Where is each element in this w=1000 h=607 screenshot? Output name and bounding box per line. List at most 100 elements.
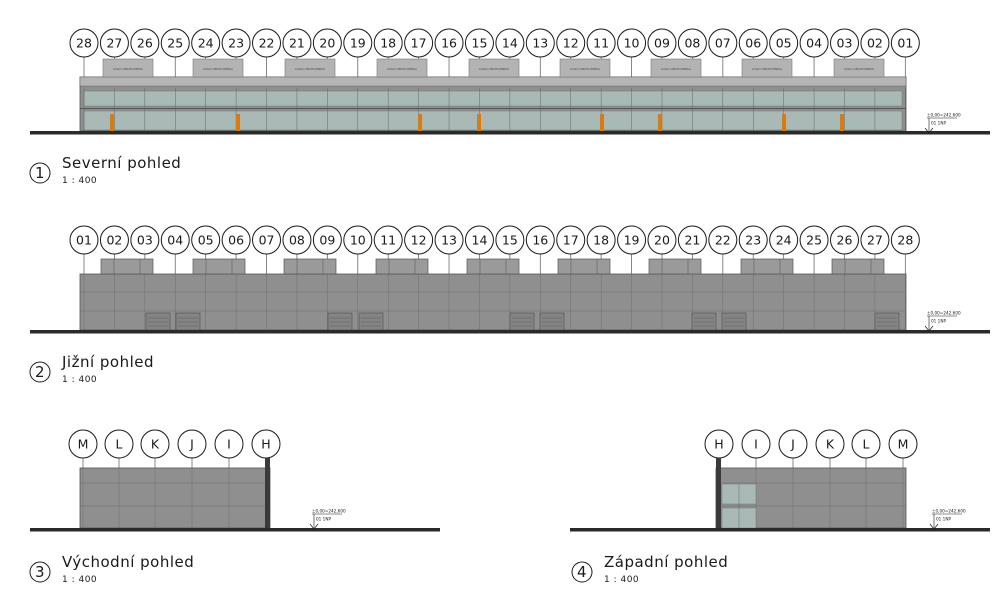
grid-bubble <box>140 429 170 459</box>
grid-label: 27 <box>867 233 883 248</box>
grid-label: 13 <box>532 36 548 51</box>
ground-line <box>30 528 440 532</box>
south-rooftop-unit <box>283 258 337 275</box>
south-facade-body <box>79 273 907 331</box>
grid-bubble <box>738 225 768 255</box>
grid-label: 23 <box>228 36 244 51</box>
grid-bubble <box>799 28 829 58</box>
grid-label: L <box>116 437 123 452</box>
view-number-circle <box>29 162 51 184</box>
grid-bubble <box>221 225 251 255</box>
grid-bubble <box>860 28 890 58</box>
view-number-circle <box>571 561 593 583</box>
grid-bubble <box>556 28 586 58</box>
grid-label: 07 <box>715 36 731 51</box>
south-loading-dock <box>721 312 747 331</box>
grid-bubble <box>677 225 707 255</box>
ground-line <box>30 330 990 334</box>
grid-bubble <box>404 28 434 58</box>
north-signboard <box>833 58 885 78</box>
grid-label: 06 <box>745 36 761 51</box>
grid-bubble <box>160 28 190 58</box>
grid-label: 28 <box>76 36 92 51</box>
grid-bubble <box>99 28 129 58</box>
grid-label: 22 <box>259 36 275 51</box>
grid-label: 26 <box>837 233 853 248</box>
north-lower-glazing <box>83 110 903 131</box>
grid-label: 05 <box>776 36 792 51</box>
grid-label: 19 <box>350 36 366 51</box>
grid-label: 07 <box>259 233 275 248</box>
grid-label: 22 <box>715 233 731 248</box>
grid-label: K <box>826 437 835 452</box>
grid-bubble <box>815 429 845 459</box>
signboard-text: LOGO OBCHODNÍKA <box>661 66 692 71</box>
grid-label: I <box>227 437 231 452</box>
east-corner-column <box>265 458 270 528</box>
grid-label: 14 <box>502 36 518 51</box>
grid-bubble <box>586 28 616 58</box>
south-rooftop-unit <box>375 258 429 275</box>
grid-label: 08 <box>289 233 305 248</box>
signboard-text: LOGO OBCHODNÍKA <box>844 66 875 71</box>
grid-label: 24 <box>776 233 792 248</box>
grid-label: 15 <box>502 233 518 248</box>
grid-bubble <box>282 28 312 58</box>
east-facade-body <box>79 467 271 529</box>
grid-label: 18 <box>593 233 609 248</box>
grid-label: 21 <box>289 36 305 51</box>
north-signboard <box>102 58 154 78</box>
grid-label: L <box>863 437 870 452</box>
grid-bubble <box>312 28 342 58</box>
grid-label: 13 <box>441 233 457 248</box>
grid-bubble <box>252 28 282 58</box>
grid-label: 03 <box>837 36 853 51</box>
grid-label: 10 <box>624 36 640 51</box>
north-signboard <box>559 58 611 78</box>
north-signboard <box>376 58 428 78</box>
north-entrance-door <box>110 114 114 131</box>
north-entrance-door <box>477 114 481 131</box>
grid-label: H <box>714 437 723 452</box>
grid-label: I <box>754 437 758 452</box>
south-rooftop-unit <box>100 258 154 275</box>
grid-bubble <box>130 225 160 255</box>
view-scale: 1 : 400 <box>62 375 97 385</box>
north-signboard <box>192 58 244 78</box>
level-sublabel: 01 1NP <box>931 121 946 126</box>
grid-label: 01 <box>76 233 92 248</box>
grid-bubble <box>617 225 647 255</box>
grid-label: 20 <box>319 36 335 51</box>
grid-label: 17 <box>411 36 427 51</box>
grid-label: 23 <box>745 233 761 248</box>
grid-label: 12 <box>563 36 579 51</box>
grid-label: 16 <box>532 233 548 248</box>
view-title: Severní pohled <box>62 154 181 172</box>
grid-bubble <box>343 28 373 58</box>
grid-bubble <box>214 429 244 459</box>
grid-label: 15 <box>472 36 488 51</box>
level-label: ±0,00=242,600 <box>932 509 966 514</box>
grid-bubble <box>830 28 859 58</box>
grid-label: 09 <box>654 36 670 51</box>
grid-label: 02 <box>867 36 883 51</box>
grid-bubble <box>556 225 586 255</box>
view-number: 4 <box>577 563 587 581</box>
grid-bubble <box>434 225 464 255</box>
north-signboard <box>468 58 520 78</box>
grid-bubble <box>888 429 918 459</box>
grid-label: 17 <box>563 233 579 248</box>
grid-bubble <box>69 28 99 58</box>
grid-bubble <box>495 28 525 58</box>
grid-label: 18 <box>380 36 396 51</box>
grid-bubble <box>221 28 251 58</box>
grid-label: 26 <box>137 36 153 51</box>
level-sublabel: 01 1NP <box>936 517 951 522</box>
grid-bubble <box>860 225 890 255</box>
grid-label: 28 <box>897 233 913 248</box>
signboard-text: LOGO OBCHODNÍKA <box>479 66 510 71</box>
grid-bubble <box>586 225 616 255</box>
grid-bubble <box>104 429 134 459</box>
